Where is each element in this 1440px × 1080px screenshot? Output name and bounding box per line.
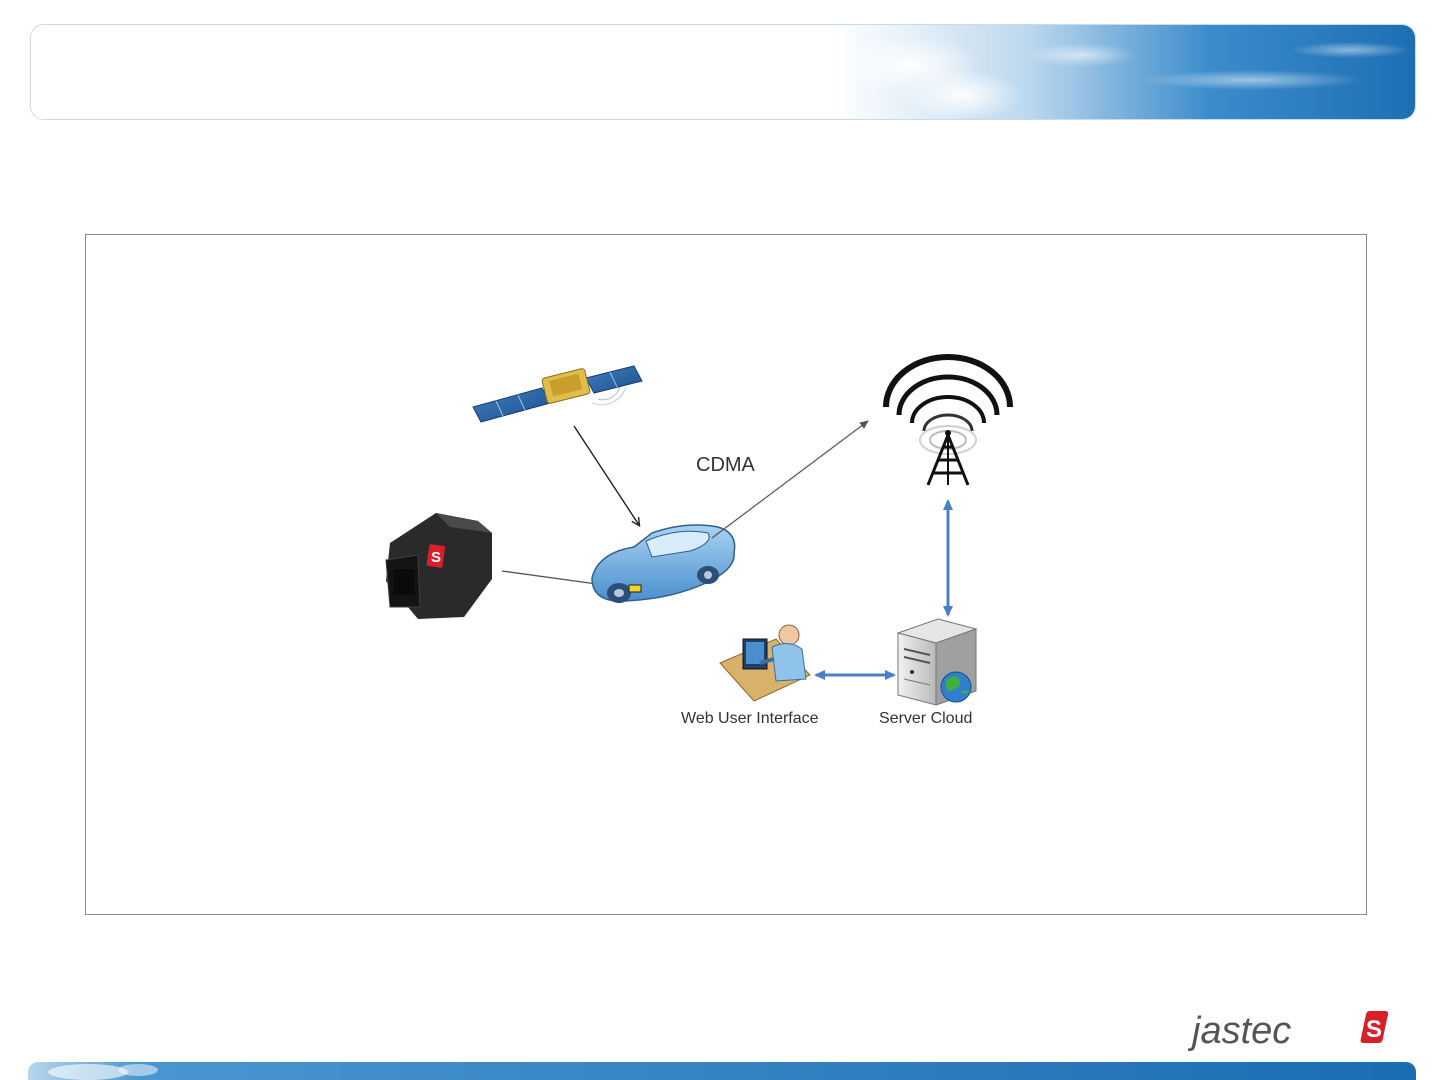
logo-text: jastec: [1188, 1010, 1291, 1052]
jastec-logo: jastec S: [1188, 1005, 1398, 1053]
obd-device-icon: S: [386, 513, 492, 619]
diagram-frame: S CDMA: [85, 234, 1367, 915]
header-banner: [30, 24, 1416, 120]
device-badge: S: [431, 549, 441, 566]
sky-banner-image: [31, 25, 1416, 120]
web-user-interface-label: Web User Interface: [681, 710, 819, 727]
gps-arrow: [574, 426, 639, 525]
server-icon: [898, 619, 976, 705]
footer-sky-image: [28, 1062, 1416, 1080]
logo-mark: S: [1366, 1016, 1382, 1043]
cdma-arrow: [712, 421, 868, 538]
cdma-label: CDMA: [696, 454, 756, 476]
cell-tower-icon: [886, 357, 1010, 485]
web-user-icon: [720, 625, 810, 701]
footer-bar: [28, 1062, 1416, 1080]
satellite-icon: [473, 366, 642, 422]
server-cloud-label: Server Cloud: [879, 710, 972, 727]
